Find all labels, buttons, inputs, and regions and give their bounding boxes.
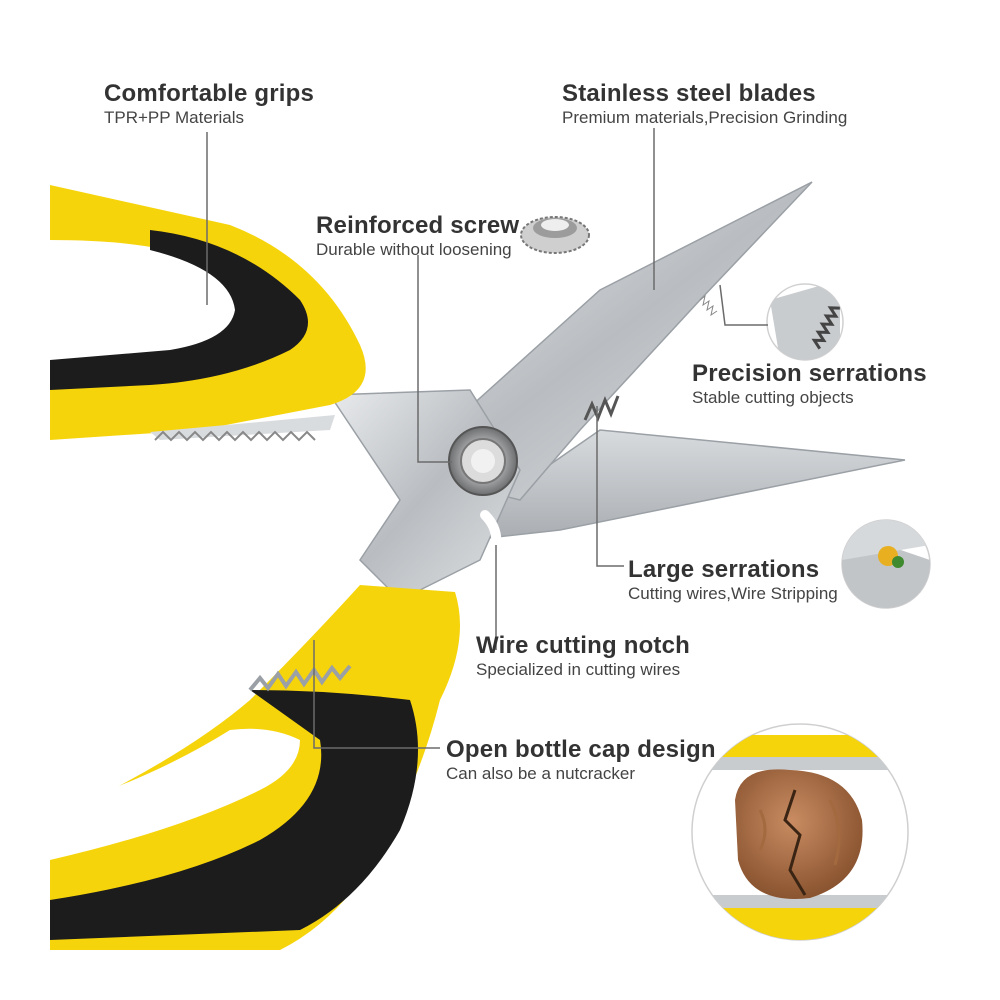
callout-subtitle: Specialized in cutting wires (476, 660, 681, 679)
callout-title: Stainless steel blades (562, 80, 816, 107)
callout-title: Wire cutting notch (476, 632, 691, 659)
callout-title: Comfortable grips (104, 80, 315, 107)
callout-subtitle: Premium materials,Precision Grinding (562, 108, 848, 127)
callout-subtitle: Stable cutting objects (692, 388, 854, 407)
callout-precision-serrations: Precision serrations Stable cutting obje… (692, 360, 927, 408)
callout-subtitle: TPR+PP Materials (104, 108, 244, 127)
callout-title: Precision serrations (692, 360, 927, 387)
wire-detail-icon (841, 519, 931, 609)
callout-large-serrations: Large serrations Cutting wires,Wire Stri… (628, 556, 838, 604)
screw-detail-icon (520, 216, 590, 254)
callout-comfortable-grips: Comfortable grips TPR+PP Materials (104, 80, 314, 128)
callout-stainless-steel-blades: Stainless steel blades Premium materials… (562, 80, 847, 128)
callout-subtitle: Cutting wires,Wire Stripping (628, 584, 838, 603)
serration-detail-icon (766, 283, 844, 361)
callout-title: Large serrations (628, 556, 820, 583)
callout-title: Reinforced screw (316, 212, 520, 239)
walnut-detail-icon (691, 723, 909, 941)
callout-open-bottle-cap: Open bottle cap design Can also be a nut… (446, 736, 716, 784)
callout-subtitle: Can also be a nutcracker (446, 764, 635, 783)
callout-subtitle: Durable without loosening (316, 240, 512, 259)
callout-wire-cutting-notch: Wire cutting notch Specialized in cuttin… (476, 632, 690, 680)
callout-title: Open bottle cap design (446, 736, 716, 763)
callout-reinforced-screw: Reinforced screw Durable without looseni… (316, 212, 519, 260)
